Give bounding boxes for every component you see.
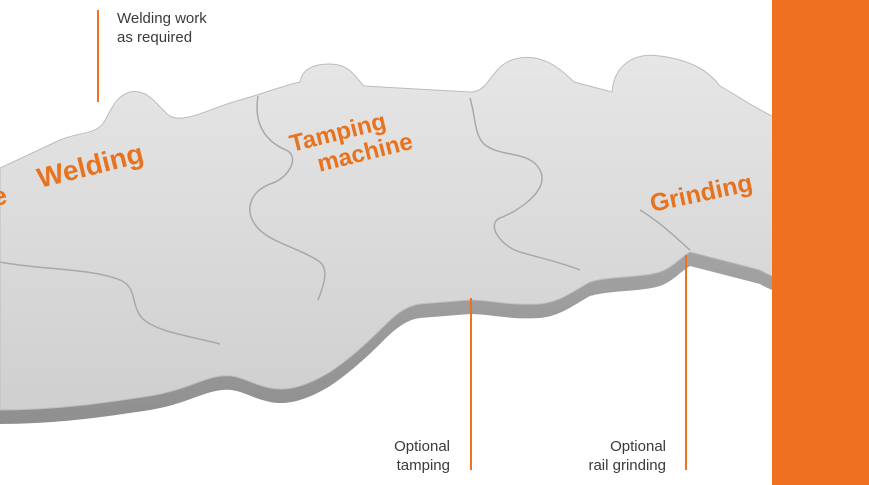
tamping-callout: Optional tamping [394, 438, 450, 474]
puzzle-top-surface [0, 54, 863, 411]
grinding-callout: Optional rail grinding [588, 438, 666, 474]
piece-label-partial: e [0, 180, 10, 212]
grinding-leader-line [685, 255, 687, 470]
puzzle-seam-1 [249, 95, 326, 301]
puzzle-seam-2 [469, 97, 581, 271]
welding-leader-line [97, 10, 99, 102]
accent-bar [772, 0, 869, 485]
puzzle-seam-3 [0, 261, 221, 345]
welding-callout: Welding work as required [117, 10, 207, 46]
puzzle-seam-4 [639, 209, 691, 251]
tamping-leader-line [470, 298, 472, 470]
